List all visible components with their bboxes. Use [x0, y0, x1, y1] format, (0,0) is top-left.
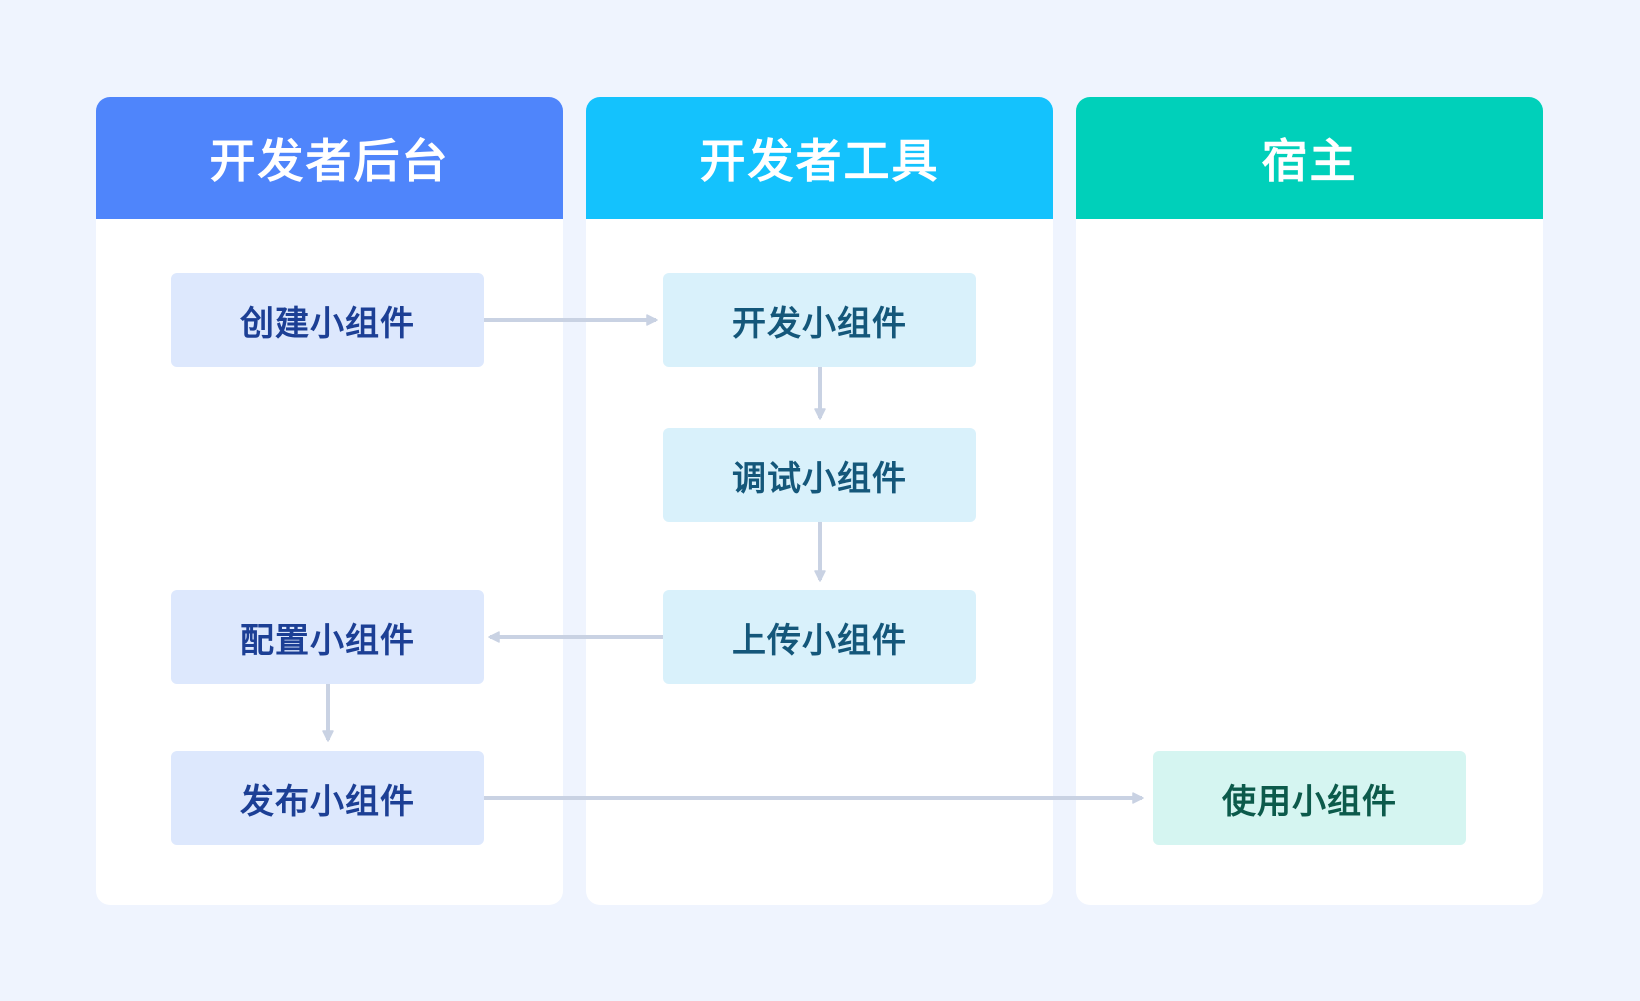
lane-title-developer-tools: 开发者工具	[699, 134, 940, 188]
node-publish-widget-label: 发布小组件	[240, 781, 415, 822]
node-develop-widget: 开发小组件	[663, 273, 976, 367]
node-use-widget: 使用小组件	[1153, 751, 1466, 845]
node-create-widget: 创建小组件	[171, 273, 484, 367]
node-upload-widget: 上传小组件	[663, 590, 976, 684]
node-use-widget-label: 使用小组件	[1222, 781, 1397, 822]
node-publish-widget: 发布小组件	[171, 751, 484, 845]
node-upload-widget-label: 上传小组件	[732, 620, 907, 661]
lane-header-developer-tools: 开发者工具	[586, 97, 1053, 219]
node-configure-widget-label: 配置小组件	[240, 620, 415, 661]
node-configure-widget: 配置小组件	[171, 590, 484, 684]
lane-header-host: 宿主	[1076, 97, 1543, 219]
node-create-widget-label: 创建小组件	[240, 303, 415, 344]
node-debug-widget: 调试小组件	[663, 428, 976, 522]
node-debug-widget-label: 调试小组件	[732, 458, 907, 499]
node-develop-widget-label: 开发小组件	[732, 303, 907, 344]
lane-header-developer-backend: 开发者后台	[96, 97, 563, 219]
lane-title-host: 宿主	[1261, 134, 1358, 188]
lane-title-developer-backend: 开发者后台	[209, 134, 450, 188]
